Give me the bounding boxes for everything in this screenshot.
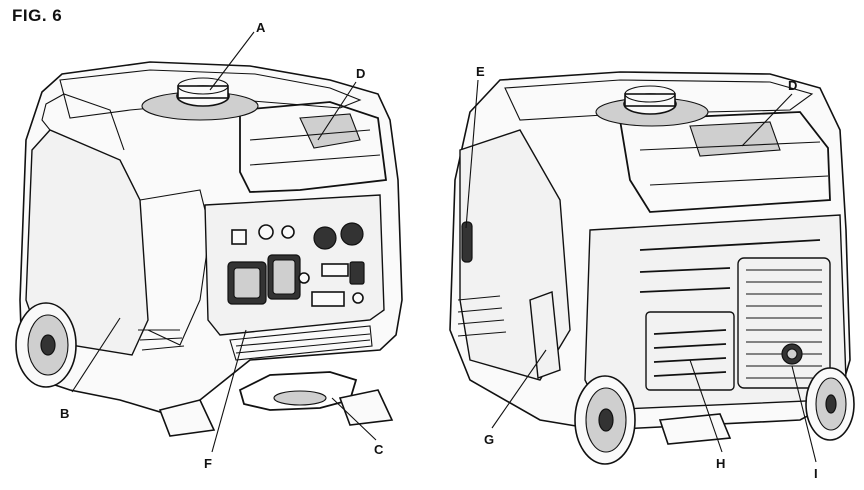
panel-label-plate	[312, 292, 344, 306]
fuel-knob	[341, 223, 363, 245]
callout-label-h: H	[716, 456, 725, 471]
usb-port	[350, 262, 364, 284]
callout-label-d-left: D	[356, 66, 365, 81]
callout-label-c: C	[374, 442, 384, 457]
right-front-wheel	[575, 376, 635, 464]
generator-front-view	[16, 62, 402, 436]
generator-rear-view	[450, 72, 854, 464]
callout-label-f: F	[204, 456, 212, 471]
air-intake-cover	[646, 312, 734, 390]
display-indicator	[322, 264, 348, 276]
muffler-guard	[738, 258, 830, 388]
callout-label-a: A	[256, 20, 266, 35]
right-handle-grip	[690, 122, 780, 156]
callout-label-i: I	[814, 466, 818, 481]
callout-label-e: E	[476, 64, 485, 79]
callout-label-b: B	[60, 406, 69, 421]
callout-label-g: G	[484, 432, 494, 447]
choke-knob	[314, 227, 336, 249]
control-switch	[232, 230, 246, 244]
left-wheel	[16, 303, 76, 387]
recoil-starter-handle	[462, 222, 472, 262]
callout-label-d-right: D	[788, 78, 797, 93]
right-rear-wheel	[806, 368, 854, 440]
